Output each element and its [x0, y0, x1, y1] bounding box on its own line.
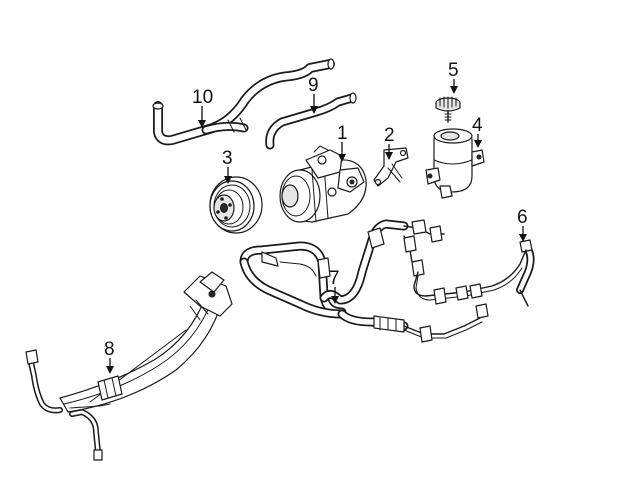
part-2-bracket [373, 147, 409, 187]
part-3-pulley [209, 176, 263, 234]
part-8-cooler [25, 271, 233, 461]
part-6-line [516, 239, 535, 307]
callout-9: 9 [308, 75, 319, 96]
callout-3: 3 [222, 148, 233, 169]
callout-labels: 10 9 1 2 3 5 4 6 7 8 [104, 60, 528, 360]
part-1-pump [279, 145, 367, 223]
callout-6: 6 [517, 207, 528, 228]
part-9-hose [265, 92, 357, 150]
part-7-hose-assembly [239, 219, 527, 343]
callout-8: 8 [104, 339, 115, 360]
part-4-reservoir [425, 128, 485, 199]
callout-7: 7 [329, 268, 340, 289]
part-10-hose [152, 58, 335, 146]
callout-5: 5 [448, 60, 459, 81]
callout-4: 4 [472, 115, 483, 136]
callout-1: 1 [337, 123, 348, 144]
part-5-cap [435, 96, 461, 123]
callout-10: 10 [192, 87, 213, 108]
leader-lines [106, 79, 527, 374]
callout-2: 2 [384, 125, 395, 146]
